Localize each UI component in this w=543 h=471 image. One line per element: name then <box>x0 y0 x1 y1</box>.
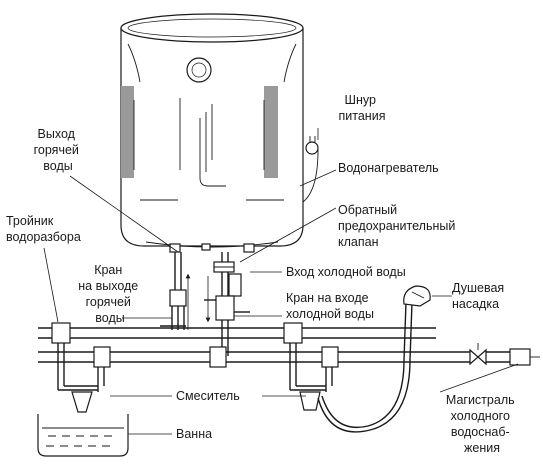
label-power-cord: Шнур питания <box>339 93 386 123</box>
hot-main-pipe <box>38 327 436 339</box>
leader-lines <box>43 128 519 435</box>
label-hot-tap: Кран на выходе горячей воды <box>78 263 141 325</box>
label-cold-inlet: Вход холодной воды <box>286 265 406 279</box>
shower-hose <box>317 301 413 433</box>
label-main-line: Магистраль холодного водоснаб- жения <box>446 393 518 455</box>
water-heater-tank <box>120 13 304 248</box>
check-valve-icon <box>213 261 242 297</box>
cold-riser <box>204 252 250 356</box>
label-bathtub: Ванна <box>176 427 212 441</box>
label-water-heater: Водонагреватель <box>338 161 439 175</box>
shower-mixer <box>289 343 333 411</box>
label-hot-outlet: Выход горячей воды <box>34 127 83 173</box>
shower-head-icon <box>403 285 431 307</box>
bath-mixer <box>57 343 105 413</box>
label-cold-tap: Кран на входе холодной воды <box>286 291 374 321</box>
hot-riser <box>160 252 187 330</box>
label-shower-head: Душевая насадка <box>452 281 508 311</box>
bathtub-icon <box>37 414 129 457</box>
indicator-lamp-icon <box>186 57 212 83</box>
label-tee: Тройник водоразбора <box>6 214 81 244</box>
tee-fittings <box>51 322 339 368</box>
label-mixer: Смеситель <box>176 389 240 403</box>
power-cord <box>302 136 319 203</box>
main-line-valve <box>469 343 540 366</box>
label-check-safety-valve: Обратный предохранительный клапан <box>338 203 459 249</box>
